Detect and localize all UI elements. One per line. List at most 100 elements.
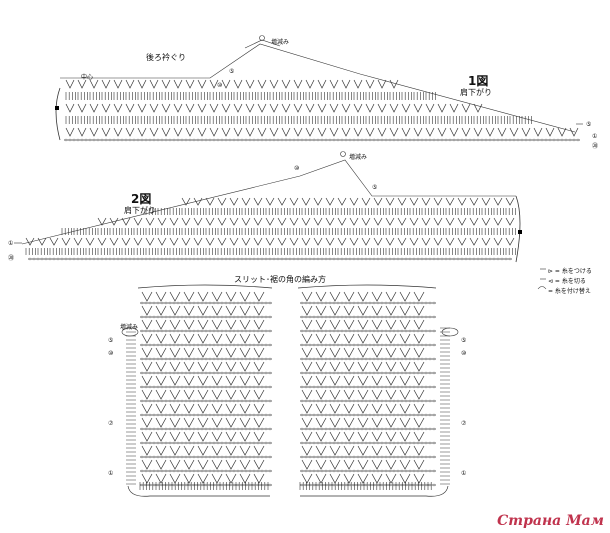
chain-stitch [412, 483, 416, 487]
chain-stitch [208, 413, 212, 417]
v-stitch [253, 291, 265, 302]
chain-stitch [236, 329, 240, 333]
chain-stitch [408, 371, 412, 375]
chain-stitch [332, 257, 336, 261]
chain-stitch [176, 455, 180, 459]
chain-stitch [380, 427, 384, 431]
v-stitch [209, 103, 219, 113]
chain-stitch [428, 455, 432, 459]
chain-stitch [432, 413, 436, 417]
v-stitch [371, 375, 383, 386]
v-stitch [183, 361, 195, 372]
chain-stitch [200, 399, 204, 403]
v-stitch [361, 237, 371, 246]
chain-stitch [356, 343, 360, 347]
v-stitch [209, 127, 219, 137]
v-stitch [141, 417, 153, 428]
v-stitch [197, 319, 209, 330]
chain-stitch [316, 441, 320, 445]
chain-stitch [228, 257, 232, 261]
chain-stitch [344, 455, 348, 459]
chain-stitch [400, 399, 404, 403]
chain-stitch [200, 315, 204, 319]
chain-stitch [316, 427, 320, 431]
chain-stitch [216, 385, 220, 389]
v-stitch [77, 127, 87, 137]
chain-stitch [340, 329, 344, 333]
chain-stitch [156, 469, 160, 473]
chain-stitch [396, 441, 400, 445]
chain-stitch [220, 455, 224, 459]
chain-stitch [232, 455, 236, 459]
v-stitch [65, 127, 75, 137]
v-stitch [493, 197, 503, 206]
v-stitch [343, 347, 355, 358]
chain-stitch [388, 301, 392, 305]
chain-stitch [112, 138, 116, 142]
chain-stitch [412, 257, 416, 261]
chain-stitch [264, 329, 268, 333]
chain-stitch [268, 138, 272, 142]
v-stitch [509, 127, 519, 137]
v-stitch [313, 217, 323, 226]
chain-stitch [372, 441, 376, 445]
chain-stitch [316, 469, 320, 473]
chain-stitch [140, 483, 144, 487]
chain-stitch [104, 257, 108, 261]
v-stitch [343, 459, 355, 470]
chain-stitch [224, 301, 228, 305]
v-stitch [425, 103, 435, 113]
chain-stitch [252, 329, 256, 333]
chain-stitch [208, 357, 212, 361]
v-stitch [225, 389, 237, 400]
chain-stitch [380, 483, 384, 487]
chain-stitch [248, 329, 252, 333]
v-stitch [329, 431, 341, 442]
chain-stitch [396, 301, 400, 305]
v-stitch [197, 417, 209, 428]
v-stitch [161, 79, 171, 89]
chart1-row-5: ⑤ [586, 121, 592, 128]
chart1-peak-circle [259, 35, 265, 41]
chain-stitch [404, 385, 408, 389]
chain-stitch [312, 329, 316, 333]
chain-stitch [156, 138, 160, 142]
chain-stitch [164, 483, 168, 487]
chain-stitch [380, 441, 384, 445]
chain-stitch [308, 483, 312, 487]
chain-stitch [216, 441, 220, 445]
v-stitch [253, 459, 265, 470]
chain-stitch [40, 257, 44, 261]
chain-stitch [156, 315, 160, 319]
v-stitch [329, 347, 341, 358]
v-stitch [389, 79, 399, 89]
v-stitch [185, 79, 195, 89]
chain-stitch [400, 385, 404, 389]
chain-stitch [340, 257, 344, 261]
chain-stitch [420, 483, 424, 487]
chart3-row-5-left: ⑤ [108, 337, 114, 344]
chain-stitch [208, 301, 212, 305]
chain-stitch [156, 357, 160, 361]
chain-stitch [236, 399, 240, 403]
chart2-row-10: ⑩ [294, 165, 300, 172]
v-stitch [239, 417, 251, 428]
chain-stitch [180, 138, 184, 142]
chain-stitch [260, 329, 264, 333]
chain-stitch [376, 441, 380, 445]
chain-stitch [204, 441, 208, 445]
chain-stitch [384, 329, 388, 333]
chain-stitch [404, 329, 408, 333]
chain-stitch [432, 441, 436, 445]
chain-stitch [252, 371, 256, 375]
chain-stitch [352, 413, 356, 417]
chain-stitch [228, 483, 232, 487]
chain-stitch [348, 371, 352, 375]
chain-stitch [376, 413, 380, 417]
chain-stitch [356, 441, 360, 445]
v-stitch [315, 333, 327, 344]
chart3-corner-loop [441, 327, 459, 337]
chain-stitch [380, 469, 384, 473]
chain-stitch [304, 357, 308, 361]
chain-stitch [196, 441, 200, 445]
